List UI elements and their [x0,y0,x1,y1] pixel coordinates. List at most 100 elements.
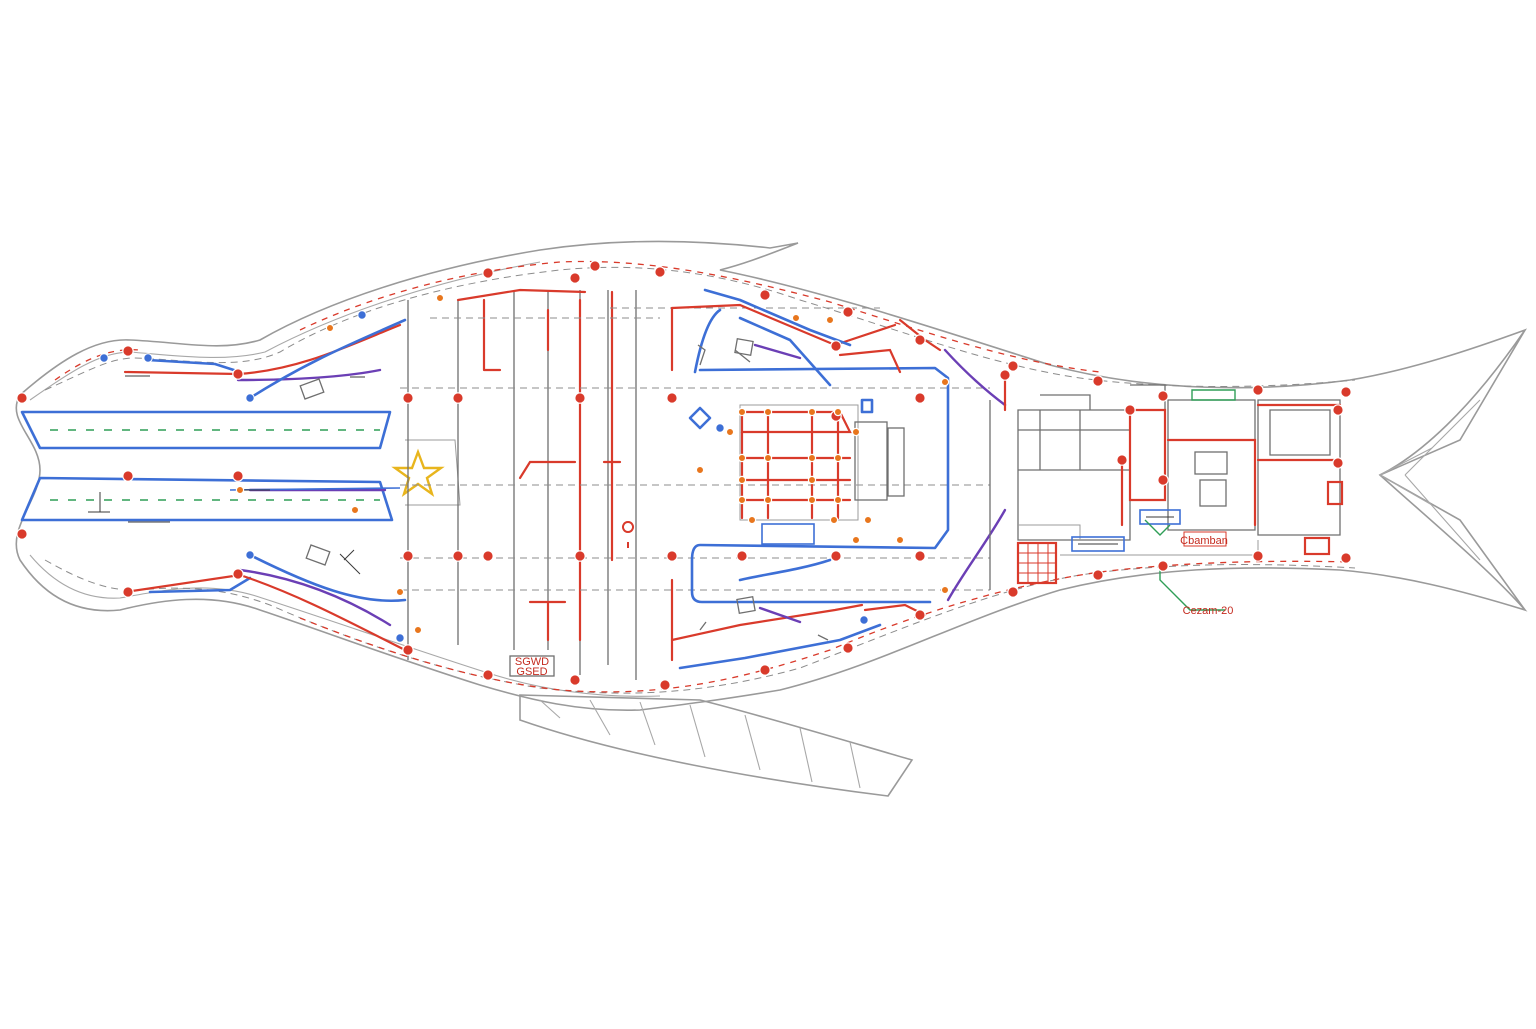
route-node-marker [914,550,926,562]
central-grid [688,308,950,604]
route-node-marker [851,427,861,437]
route-node-marker [695,465,705,475]
route-node-marker [1332,457,1344,469]
location-pin-icon [622,521,634,548]
route-node-marker [763,453,773,463]
route-node-marker [791,313,801,323]
route-node-marker [666,392,678,404]
route-node-marker [1332,404,1344,416]
route-node-marker [574,550,586,562]
route-node-marker [807,475,817,485]
route-node-marker [402,392,414,404]
route-node-marker [737,453,747,463]
route-node-marker [747,515,757,525]
diagram-labels: SGWD GSED Cbamban Cezam-20 [509,535,1234,678]
route-node-marker [232,470,244,482]
perimeter-dashed-path-lower [44,559,1356,694]
route-node-marker [569,272,581,284]
route-node-marker [914,392,926,404]
route-node-marker [715,423,725,433]
route-node-marker [940,377,950,387]
vertical-corridors [400,288,990,680]
right-caption: Cbamban [1180,535,1228,547]
route-node-marker [737,495,747,505]
route-node-marker [122,586,134,598]
route-node-marker [833,495,843,505]
bottom-label-box [509,655,555,677]
perimeter-red-path-lower [299,560,1351,693]
route-node-marker [482,550,494,562]
route-node-marker [569,674,581,686]
route-node-marker [759,289,771,301]
route-node-marker [122,345,134,357]
star-icon [391,448,445,498]
route-node-marker [350,505,360,515]
route-node-marker [1157,390,1169,402]
route-node-marker [736,550,748,562]
route-node-marker [395,633,405,643]
route-node-marker [1092,375,1104,387]
bottom-label-line2: GSED [516,666,547,678]
route-node-marker [830,550,842,562]
route-node-marker [842,642,854,654]
route-node-marker [914,609,926,621]
route-node-marker [589,260,601,272]
route-node-marker [863,515,873,525]
route-node-marker [829,515,839,525]
route-node-marker [1157,474,1169,486]
route-node-marker [833,407,843,417]
route-node-marker [245,550,255,560]
route-node-marker [402,644,414,656]
body-outline [15,240,1528,712]
route-node-marker [851,535,861,545]
route-node-marker [833,453,843,463]
route-node-marker [1116,454,1128,466]
right-side-routes [863,318,1007,617]
route-node-marker [1157,560,1169,572]
route-node-marker [16,392,28,404]
aft-rooms [1017,384,1344,556]
route-node-marker [232,568,244,580]
route-node-marker [895,535,905,545]
route-node-marker [413,625,423,635]
route-node-marker [357,310,367,320]
route-node-marker [842,306,854,318]
aft-panels [1016,509,1227,611]
route-node-marker [395,587,405,597]
route-node-marker [666,550,678,562]
route-node-marker [807,495,817,505]
route-node-marker [763,495,773,505]
route-node-marker [1007,360,1019,372]
bottom-label-line1: SGWD [515,656,549,668]
route-node-marker [654,266,666,278]
route-node-marker [435,293,445,303]
route-node-marker [830,340,842,352]
route-node-marker [574,392,586,404]
route-node-marker [940,585,950,595]
head-corridors [20,318,407,652]
route-node-marker [235,485,245,495]
route-node-marker [16,528,28,540]
upper-mid-routes [670,288,902,387]
route-node-marker [825,315,835,325]
route-node-marker [452,392,464,404]
route-node-marker [999,369,1011,381]
callout-label: Cezam-20 [1183,605,1234,617]
head-annotations [88,375,365,575]
route-node-marker [859,615,869,625]
route-node-marker [807,453,817,463]
route-node-marker [807,407,817,417]
route-node-marker [325,323,335,333]
route-node-marker [1124,404,1136,416]
route-node-marker [482,669,494,681]
lower-mid-routes [670,558,882,670]
route-node-marker [99,353,109,363]
route-node-marker [482,267,494,279]
route-node-marker [1252,550,1264,562]
route-node-marker [914,334,926,346]
route-node-marker [1252,384,1264,396]
route-node-marker [245,393,255,403]
route-node-marker [725,427,735,437]
